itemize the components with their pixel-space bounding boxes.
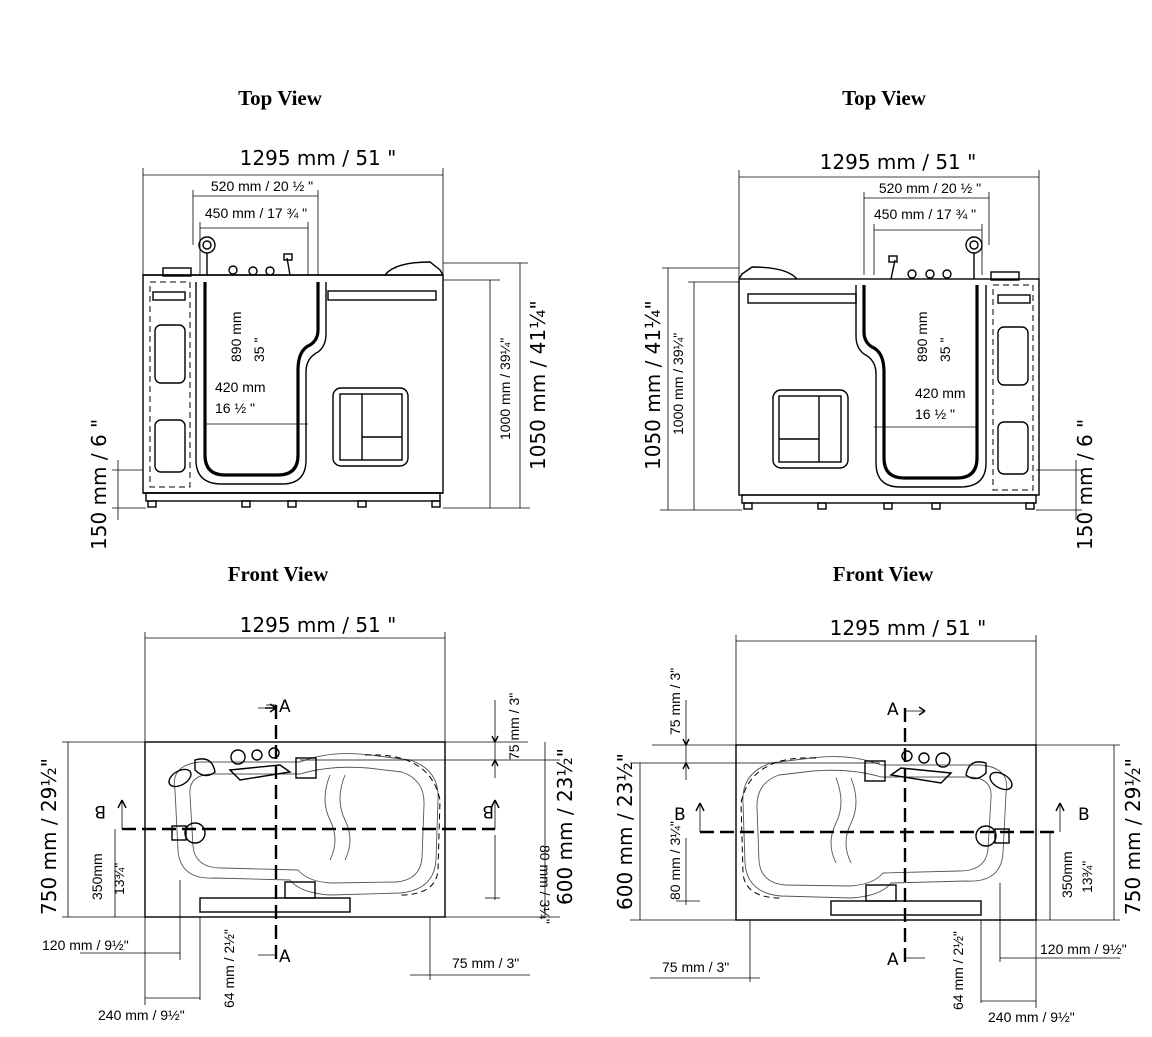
dim-height-inner-top-left: 1000 mm / 39¼" [497, 338, 513, 440]
dim-bottom-offset-front-left: 64 mm / 2½" [221, 929, 237, 1008]
dim-drain-offset-front-right: 240 mm / 9½" [988, 1009, 1075, 1025]
dim-width-front-left: 1295 mm / 51 " [240, 613, 397, 637]
dim-height-total-front-right: 750 mm / 29½" [1121, 758, 1145, 915]
dim-height-inner-top-right: 1000 mm / 39¼" [670, 333, 686, 435]
dim-bottom-offset-front-right: 64 mm / 2½" [950, 931, 966, 1010]
dim-height-total-top-right: 1050 mm / 41¼" [641, 300, 665, 470]
dim-seat-in-right: 35 " [937, 338, 953, 362]
front-view-right: 1295 mm / 51 " A A B B [613, 616, 1145, 1025]
dim-drain-offset-front-left: 240 mm / 9½" [98, 1007, 185, 1023]
dim-door-width-mm-right: 420 mm [915, 385, 966, 401]
dim-door-width-mm-left: 420 mm [215, 379, 266, 395]
dim-right-offset-front-right: 75 mm / 3" [662, 959, 729, 975]
title-top-view-left: Top View [238, 86, 323, 110]
dim-width-top-right: 1295 mm / 51 " [820, 150, 977, 174]
dim-door-outer-left: 520 mm / 20 ½ " [211, 178, 313, 194]
section-b-left-left: B [94, 801, 106, 821]
top-view-right: 1295 mm / 51 " 520 mm / 20 ½ " 450 mm / … [641, 150, 1097, 550]
section-a-bottom-left: A [279, 947, 291, 967]
dim-height-tub-front-right: 600 mm / 23½" [613, 753, 637, 910]
dim-width-top-left: 1295 mm / 51 " [240, 146, 397, 170]
dim-door-width-in-left: 16 ½ " [215, 400, 255, 416]
dim-seat-height-in-front-left: 13¾" [111, 863, 127, 895]
dim-left-offset-front-left: 120 mm / 9½" [42, 937, 129, 953]
dim-seat-mm-right: 890 mm [914, 311, 930, 362]
title-front-view-right: Front View [833, 562, 934, 586]
dim-top-offset-front-right: 75 mm / 3" [667, 668, 683, 735]
section-b-left-right: B [674, 805, 686, 825]
dim-width-front-right: 1295 mm / 51 " [830, 616, 987, 640]
dim-height-total-front-left: 750 mm / 29½" [37, 758, 61, 915]
section-a-top-left: A [279, 697, 291, 717]
dim-door-width-in-right: 16 ½ " [915, 406, 955, 422]
dim-b-offset-front-right: 80 mm / 3¼" [667, 821, 683, 900]
dim-step-top-left: 150 mm / 6 " [87, 419, 111, 550]
dim-door-outer-right: 520 mm / 20 ½ " [879, 180, 981, 196]
section-a-top-right: A [887, 700, 899, 720]
dim-door-inner-right: 450 mm / 17 ¾ " [874, 206, 976, 222]
section-b-right-left: B [482, 801, 494, 821]
dim-top-offset-front-left: 75 mm / 3" [506, 693, 522, 760]
section-a-bottom-right: A [887, 950, 899, 970]
dim-seat-height-in-front-right: 13¾" [1079, 861, 1095, 893]
title-top-view-right: Top View [842, 86, 927, 110]
dim-seat-height-mm-front-right: 350mm [1059, 851, 1075, 898]
dim-height-tub-front-left: 600 mm / 23½" [553, 748, 577, 905]
title-front-view-left: Front View [228, 562, 329, 586]
section-b-right-right: B [1078, 805, 1090, 825]
dim-step-top-right: 150 mm / 6 " [1073, 419, 1097, 550]
dim-left-offset-front-right: 120 mm / 9½" [1040, 941, 1127, 957]
front-view-left: 1295 mm / 51 " A A B [37, 613, 577, 1023]
dim-height-total-top-left: 1050 mm / 41¼" [526, 300, 550, 470]
dim-right-offset-front-left: 75 mm / 3" [452, 955, 519, 971]
top-view-left: 1295 mm / 51 " 520 mm / 20 ½ " 450 mm / … [87, 146, 550, 550]
dim-seat-mm-left: 890 mm [228, 311, 244, 362]
dim-seat-height-mm-front-left: 350mm [89, 853, 105, 900]
dim-seat-in-left: 35 " [251, 338, 267, 362]
dim-door-inner-left: 450 mm / 17 ¾ " [205, 205, 307, 221]
